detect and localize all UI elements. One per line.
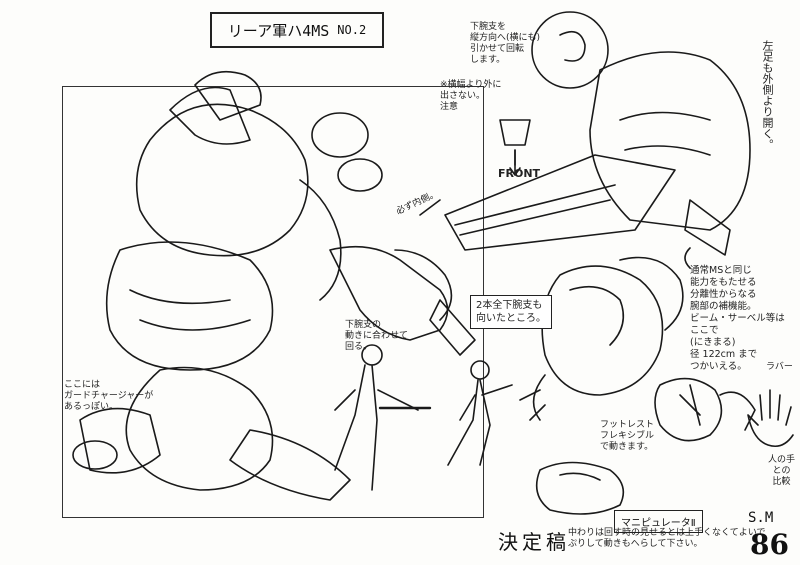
sheet-title: リーア軍ハ4MS bbox=[227, 21, 330, 40]
note-left-foot: 左足も外側より開く。 bbox=[761, 40, 774, 150]
note-rubber: ラバー bbox=[766, 362, 793, 372]
note-bottom: 中わりは回す時の見せるとは上手くなくてよいで ぷりして動きもへらして下さい。 bbox=[568, 528, 766, 549]
note-forearm-rotate: 下腕支の 動きに合わせて 回る。 bbox=[345, 320, 409, 352]
sheet-number: NO.2 bbox=[337, 23, 367, 37]
note-front: FRONT bbox=[498, 167, 541, 180]
note-top-small: 下腕支を 縦方向へ(横にも) 引かせて回転 します。 bbox=[470, 22, 541, 65]
note-left-side: ここには ガードチャージャーが あるっぽい。 bbox=[64, 380, 154, 412]
manipulator-label: マニピュレータⅡ bbox=[614, 510, 703, 533]
decision-stamp: 決定稿 bbox=[498, 530, 570, 554]
note-right-block: 通常MSと同じ 能力をもたせる 分離性からなる 腕部の補機能。 ビーム・サーベル… bbox=[690, 265, 785, 372]
title-box: リーア軍ハ4MS NO.2 bbox=[210, 12, 384, 48]
artist-initials: S.M bbox=[748, 510, 774, 526]
note-forearm-box: 2本全下腕支も 向いたところ。 bbox=[470, 295, 552, 329]
note-center-width: ※横幅より外に 出さない。 注意 bbox=[440, 80, 502, 112]
note-hand-compare: 人の手 との 比較 bbox=[768, 455, 796, 487]
note-hand-detail: フットレスト フレキシブル で動きます。 bbox=[600, 420, 655, 452]
page-number: 86 bbox=[750, 528, 789, 561]
